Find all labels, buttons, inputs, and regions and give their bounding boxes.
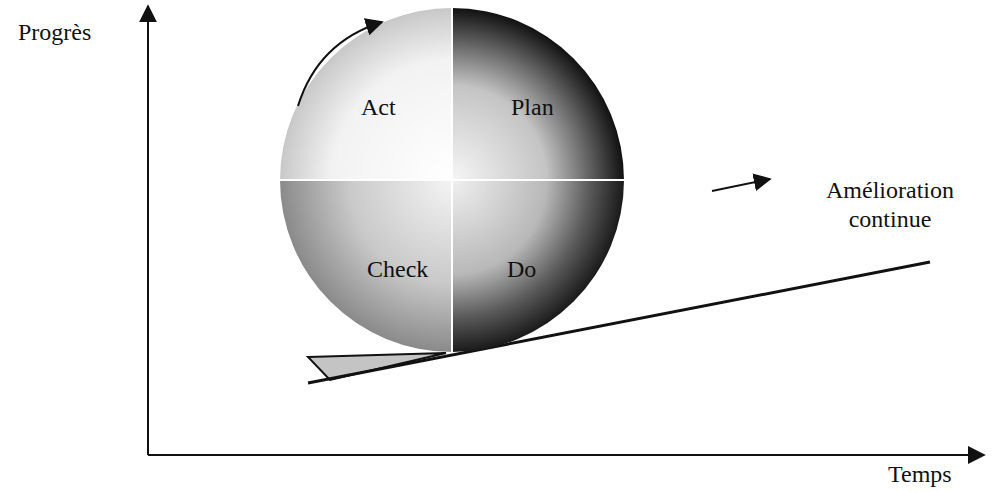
wheel-quadrant [280,8,452,180]
phase-label: Check [363,254,432,286]
wedge [308,353,446,380]
wheel-segment: Plan [507,92,558,124]
phase-label: Act [357,92,400,124]
wheel-quadrant [452,180,624,352]
trend-label: Amélioration continue [800,176,980,234]
phase-label: Plan [507,92,558,124]
axis-label: Temps [888,460,952,489]
axis-label: Progrès [18,18,91,47]
rotation-arrow [298,22,382,106]
wheel-divider [451,8,453,352]
wheel-quadrant [280,180,452,352]
wheel-segment: Act [357,92,400,124]
x-axis [148,454,984,456]
phase-label: Do [503,254,540,286]
y-axis [147,6,149,455]
wheel-segment: Do [503,254,540,286]
wheel-segment: Check [363,254,432,286]
direction-arrow [712,179,770,191]
wheel-quadrant [452,8,624,180]
